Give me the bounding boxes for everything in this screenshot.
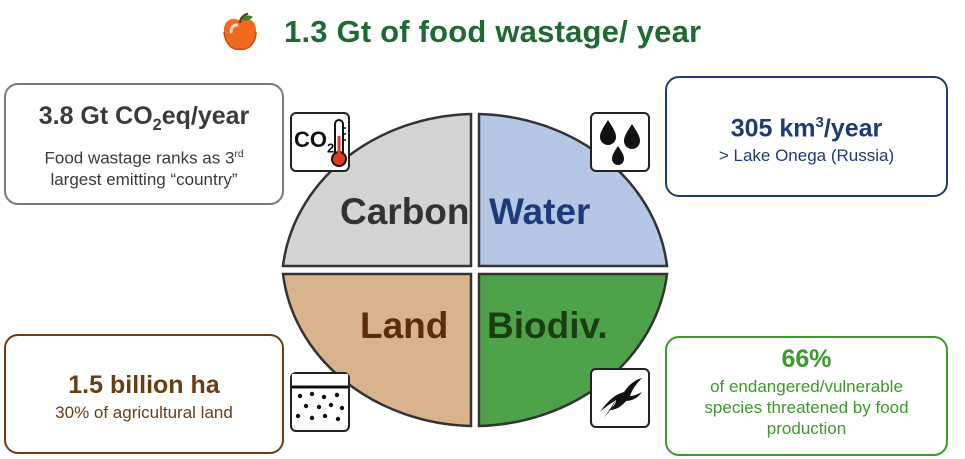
biodiv-detail-line-2: species threatened by food [704,398,909,417]
apple-icon [223,12,257,51]
carbon-detail-line-1: Food wastage ranks as 3rd [44,148,244,168]
carbon-detail-line-2: largest emitting “country” [50,169,238,189]
thermometer-glyph [331,119,347,167]
carbon-headline: 3.8 Gt CO2eq/year [38,102,250,134]
land-label: Land [360,305,449,346]
water-detail-line-1: > Lake Onega (Russia) [718,146,895,166]
page-title: 1.3 Gt of food wastage/ year [284,14,702,49]
biodiv-info-box: 66% of endangered/vulnerable species thr… [665,336,948,456]
biodiv-detail-line-3: production [766,419,847,438]
title-row: 1.3 Gt of food wastage/ year [218,8,701,56]
water-label: Water [489,191,591,232]
land-headline: 1.5 billion ha [68,371,220,399]
co2-thermometer-icon: CO2 [290,112,350,172]
water-drops-icon [590,112,650,172]
carbon-label: Carbon [340,191,470,232]
biodiv-headline: 66% [781,345,832,373]
biodiv-label: Biodiv. [487,305,608,346]
swallow-bird-icon [590,368,650,428]
water-headline: 305 km3/year [730,114,883,143]
soil-layer-icon [290,372,350,432]
impact-circle [281,112,669,428]
carbon-info-box: 3.8 Gt CO2eq/year Food wastage ranks as … [4,83,284,205]
biodiv-detail-line-1: of endangered/vulnerable [710,377,903,396]
land-info-box: 1.5 billion ha 30% of agricultural land [4,334,284,454]
land-detail-line-1: 30% of agricultural land [55,403,233,422]
water-info-box: 305 km3/year > Lake Onega (Russia) [665,76,948,197]
